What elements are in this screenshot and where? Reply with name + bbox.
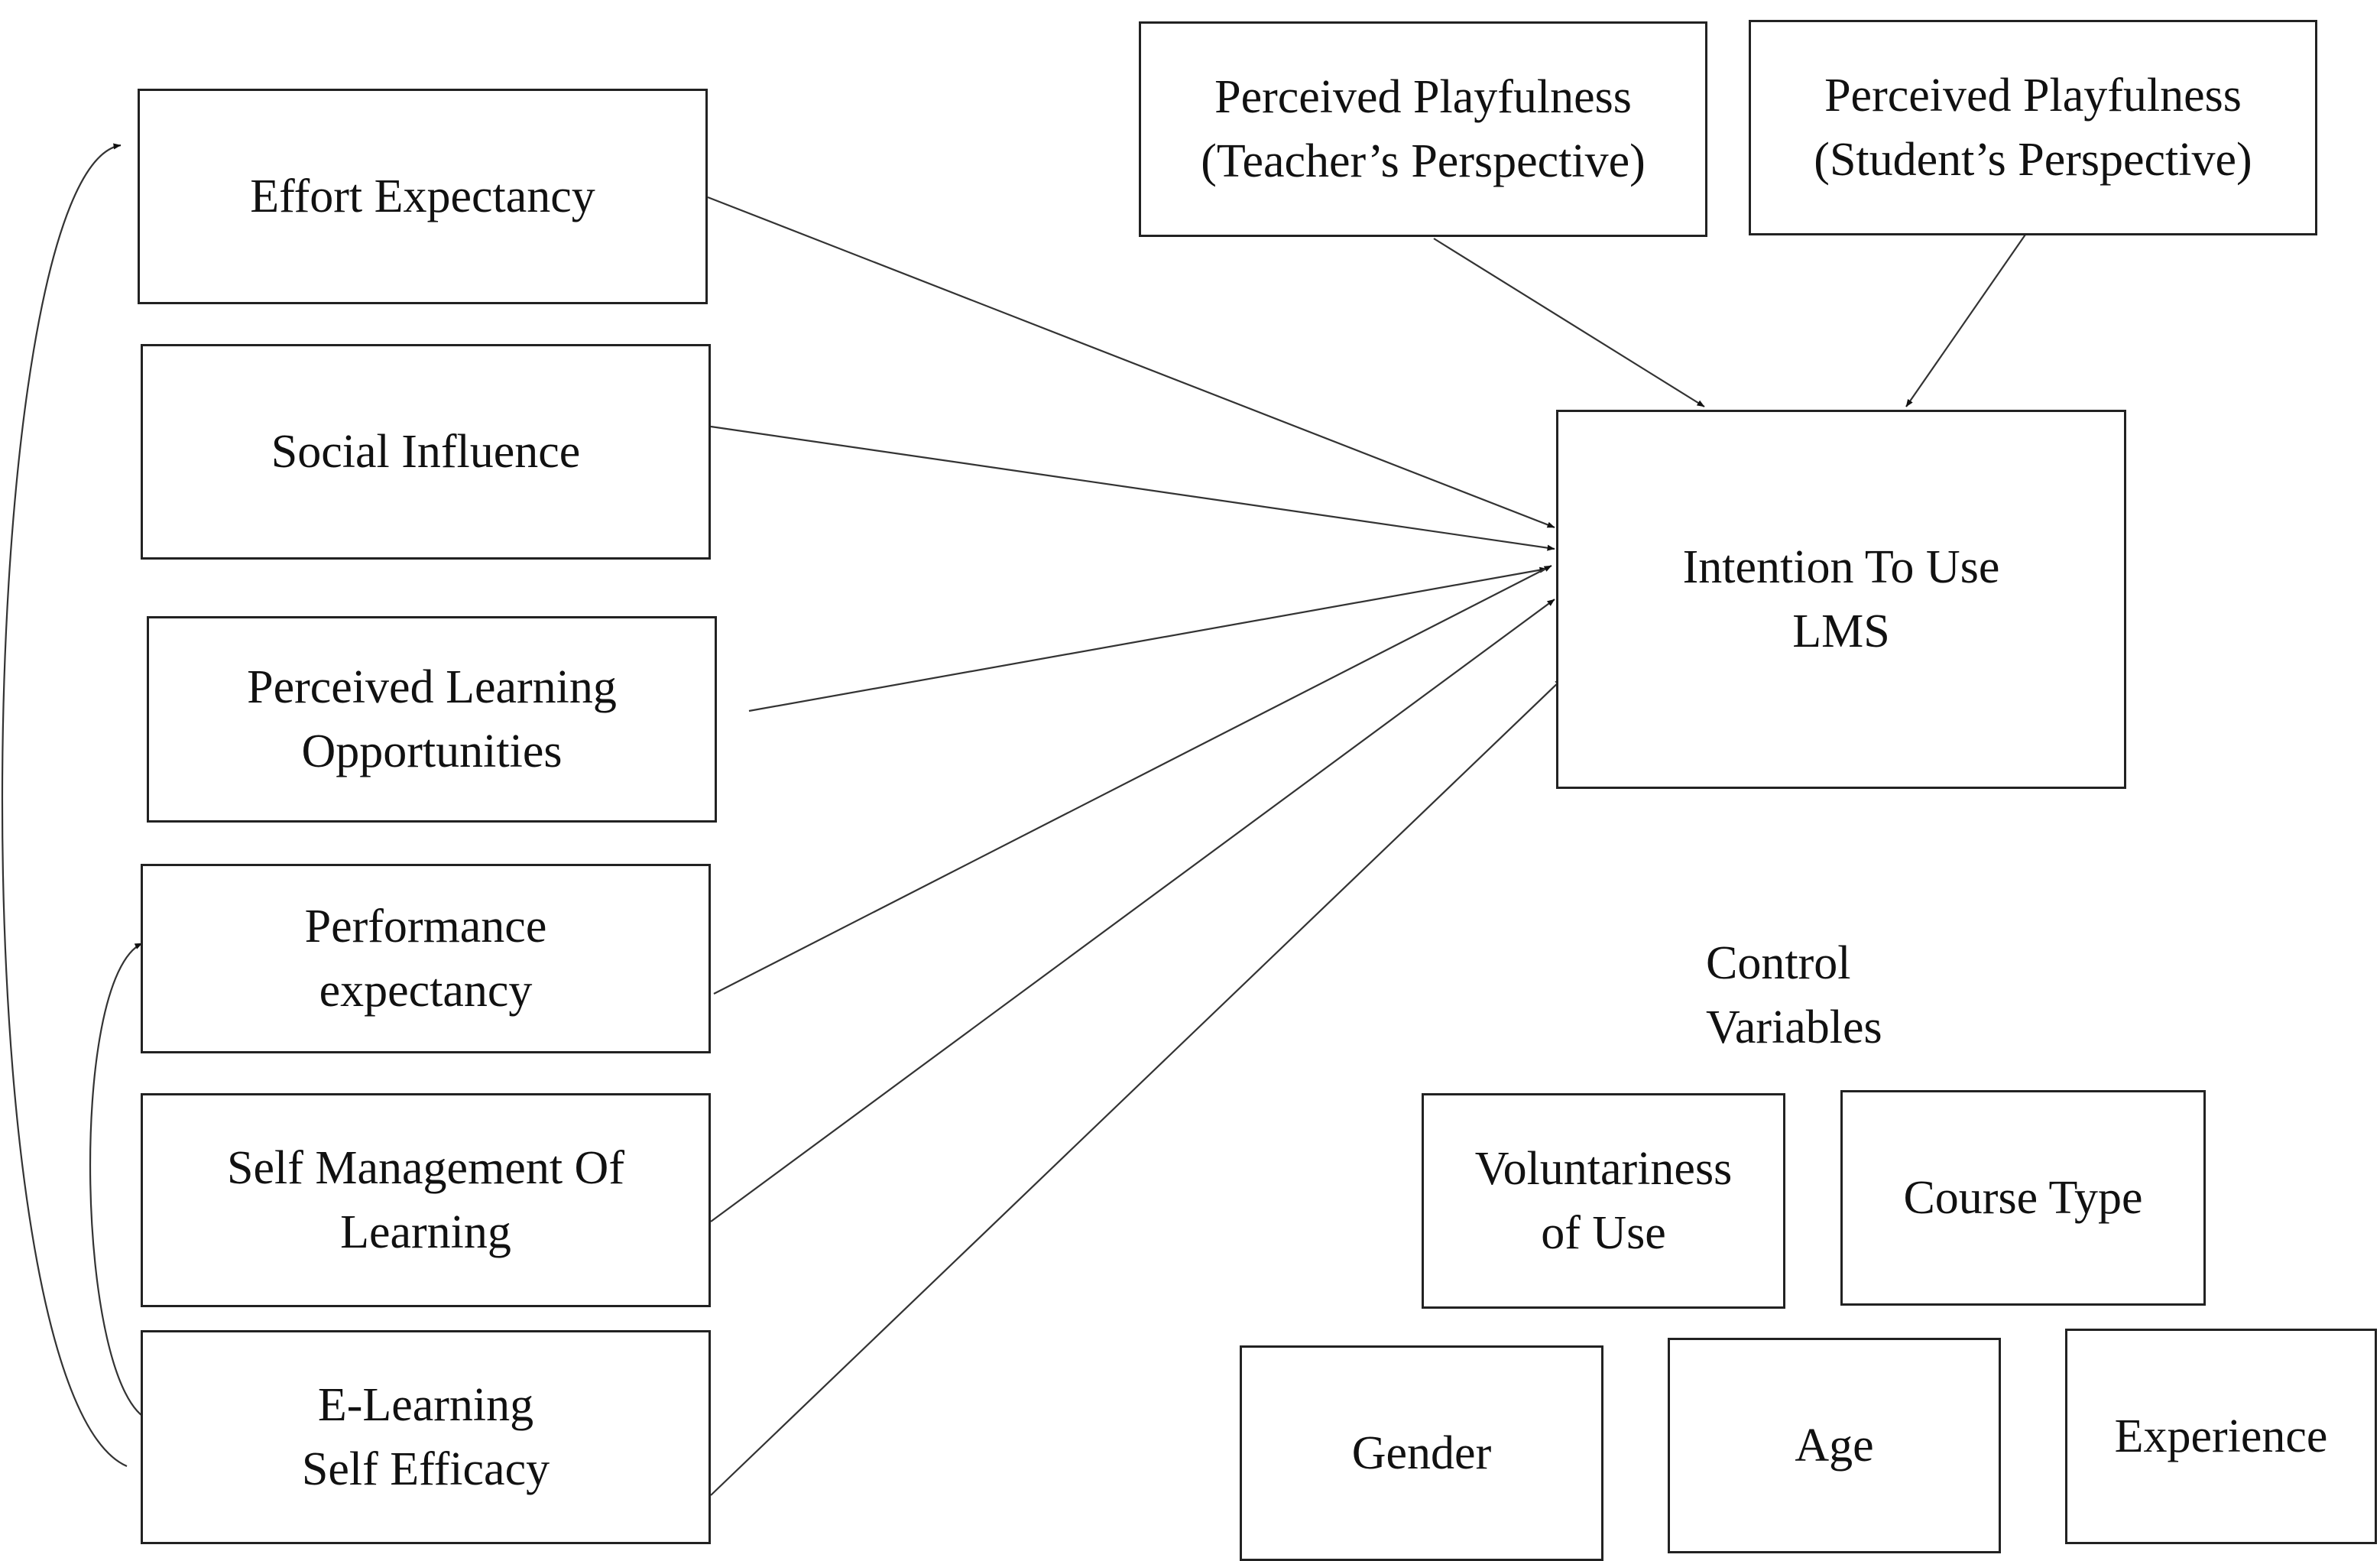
effort-expectancy-box: Effort Expectancy <box>138 89 708 304</box>
arrow-performance-to-intention <box>713 565 1552 995</box>
perceived-learning-opportunities-label: Perceived Learning Opportunities <box>247 661 617 777</box>
self-management-of-learning-box: Self Management Of Learning <box>141 1093 711 1307</box>
self-management-of-learning-label: Self Management Of Learning <box>227 1142 624 1258</box>
arrow-self-management-to-intention <box>710 599 1555 1222</box>
perceived-learning-opportunities-box: Perceived Learning Opportunities <box>147 616 717 823</box>
perceived-playfulness-student-label: Perceived Playfulness (Student’s Perspec… <box>1814 70 2252 186</box>
performance-expectancy-box: Performance expectancy <box>141 864 711 1053</box>
voluntariness-of-use-label: Voluntariness of Use <box>1474 1143 1733 1259</box>
course-type-box: Course Type <box>1840 1090 2206 1306</box>
experience-box: Experience <box>2065 1329 2377 1544</box>
perceived-playfulness-teacher-label: Perceived Playfulness (Teacher’s Perspec… <box>1201 71 1646 187</box>
arrow-self-efficacy-to-intention <box>710 678 1563 1496</box>
effort-expectancy-label: Effort Expectancy <box>250 170 595 222</box>
gender-box: Gender <box>1240 1345 1603 1561</box>
age-label: Age <box>1795 1420 1874 1472</box>
social-influence-label: Social Influence <box>271 426 581 478</box>
intention-to-use-lms-box: Intention To Use LMS <box>1556 410 2126 789</box>
arrow-social-to-intention <box>710 425 1555 551</box>
arrow-effort-to-intention <box>707 196 1555 529</box>
age-box: Age <box>1668 1338 2001 1553</box>
curve-self-efficacy-to-performance <box>89 943 151 1422</box>
course-type-label: Course Type <box>1903 1172 2143 1224</box>
gender-label: Gender <box>1351 1427 1492 1479</box>
e-learning-self-efficacy-box: E-Learning Self Efficacy <box>141 1330 711 1544</box>
perceived-playfulness-teacher-box: Perceived Playfulness (Teacher’s Perspec… <box>1139 21 1707 237</box>
control-variables-heading: Control Variables <box>1706 937 1882 1053</box>
arrow-learning-opportunities-to-intention <box>748 566 1548 712</box>
experience-label: Experience <box>2114 1410 2328 1462</box>
arrow-student-playfulness-to-intention <box>1905 232 2028 407</box>
intention-to-use-lms-label: Intention To Use LMS <box>1682 541 2000 657</box>
arrow-teacher-playfulness-to-intention <box>1433 238 1705 407</box>
curve-self-efficacy-to-effort <box>1 143 128 1468</box>
performance-expectancy-label: Performance expectancy <box>304 901 547 1017</box>
e-learning-self-efficacy-label: E-Learning Self Efficacy <box>301 1379 550 1495</box>
voluntariness-of-use-box: Voluntariness of Use <box>1422 1093 1785 1309</box>
social-influence-box: Social Influence <box>141 344 711 560</box>
perceived-playfulness-student-box: Perceived Playfulness (Student’s Perspec… <box>1749 20 2317 235</box>
